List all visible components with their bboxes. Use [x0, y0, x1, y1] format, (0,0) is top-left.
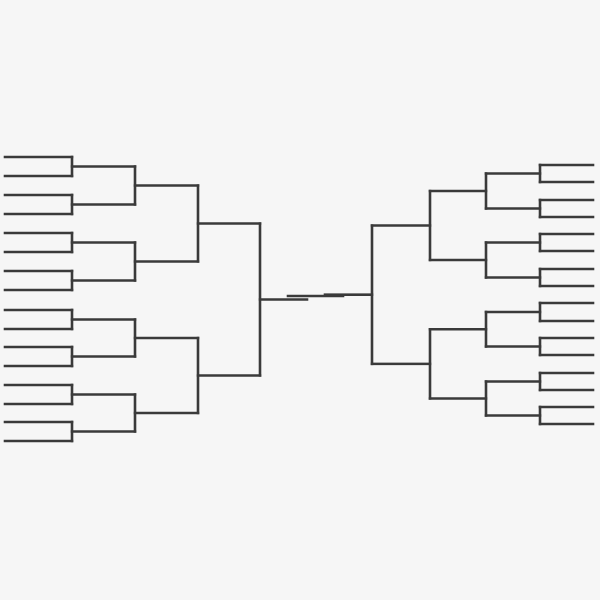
- tournament-bracket: [3, 155, 595, 443]
